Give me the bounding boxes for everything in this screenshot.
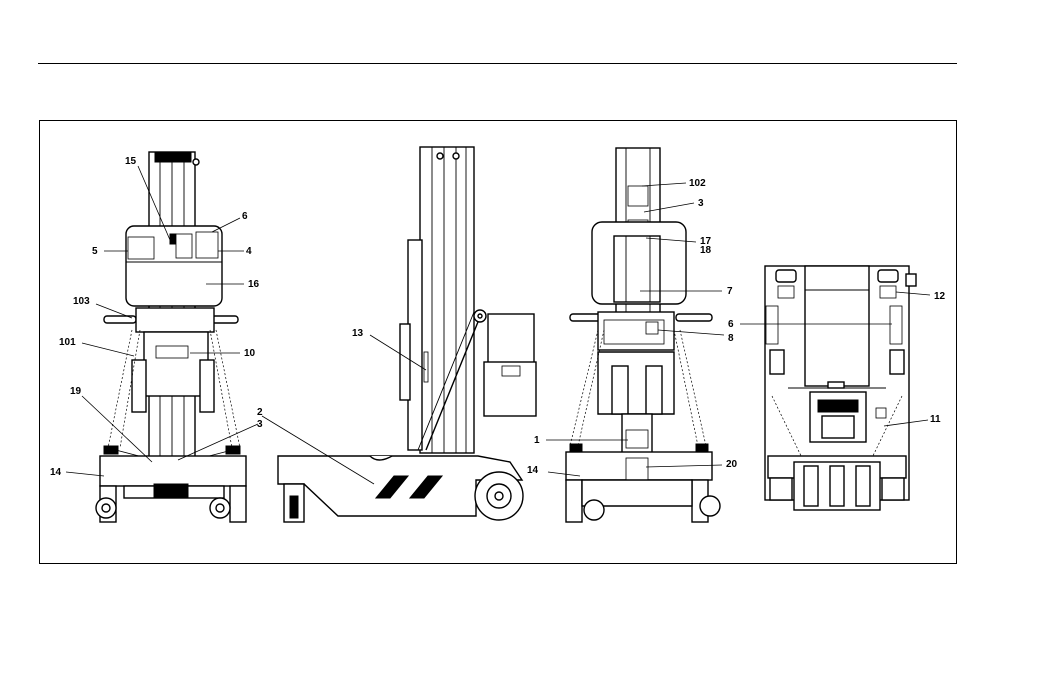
- side-tray: [488, 314, 534, 364]
- callout-4: 4: [246, 246, 252, 257]
- carriage: [136, 308, 214, 332]
- callout-19: 19: [70, 386, 82, 397]
- callout-14-front: 14: [50, 467, 62, 478]
- top-view: [765, 266, 916, 510]
- callout-6-top: 6: [728, 319, 734, 330]
- callout-1: 1: [534, 435, 540, 446]
- callout-12: 12: [934, 291, 946, 302]
- callout-20: 20: [726, 459, 738, 470]
- callout-5: 5: [92, 246, 98, 257]
- callout-8: 8: [728, 333, 734, 344]
- label-102: [628, 186, 648, 206]
- label-12: [880, 286, 896, 298]
- callout-15: 15: [125, 156, 137, 167]
- callout-10: 10: [244, 348, 256, 359]
- callout-11: 11: [930, 414, 941, 425]
- label-6-left: [766, 306, 778, 344]
- callout-3-rear: 3: [698, 198, 704, 209]
- callout-102: 102: [689, 178, 706, 189]
- callout-7: 7: [727, 286, 733, 297]
- callout-103: 103: [73, 296, 90, 307]
- top-platform: [805, 266, 869, 386]
- rear-handle-right: [676, 314, 712, 321]
- front-view: [96, 152, 246, 522]
- callout-2: 2: [257, 407, 263, 418]
- label-6-right: [890, 306, 902, 344]
- callout-6-front: 6: [242, 211, 248, 222]
- label-1: [626, 430, 648, 448]
- label-5: [128, 237, 154, 259]
- callout-101: 101: [59, 337, 76, 348]
- control-box: [144, 332, 208, 396]
- callout-18: 18: [700, 245, 712, 256]
- callout-14-rear: 14: [527, 465, 539, 476]
- callout-13: 13: [352, 328, 364, 339]
- side-view: [278, 147, 536, 522]
- label-10: [156, 346, 188, 358]
- handle-left: [104, 316, 136, 323]
- handle-right: [212, 316, 238, 323]
- label-20: [626, 458, 648, 480]
- callout-16: 16: [248, 279, 260, 290]
- label-4: [196, 232, 218, 258]
- base: [100, 456, 246, 486]
- callout-3-front: 3: [257, 419, 263, 430]
- label-8: [646, 322, 658, 334]
